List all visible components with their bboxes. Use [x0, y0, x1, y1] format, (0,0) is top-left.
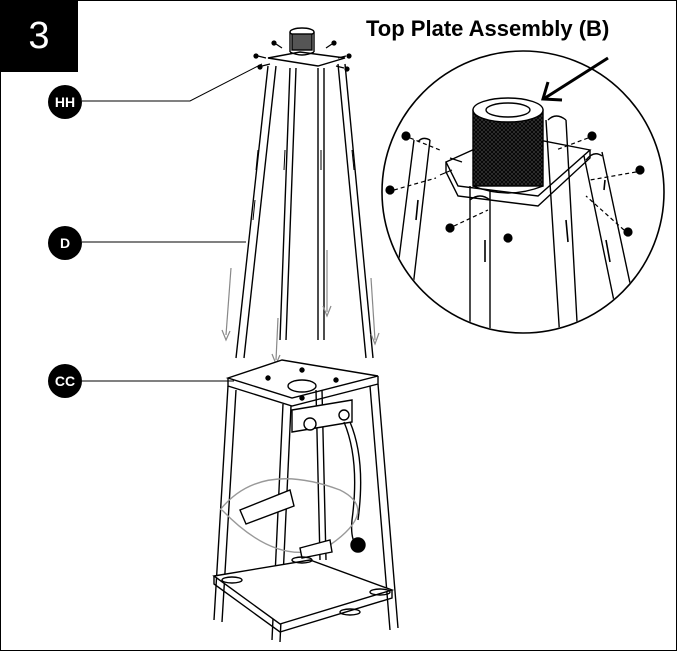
insert-arrows — [221, 250, 380, 366]
pointer-arrow — [541, 56, 609, 102]
heater-drawing — [82, 27, 399, 643]
middle-plate — [225, 359, 379, 407]
top-screws — [253, 40, 352, 72]
base-plate — [212, 556, 395, 633]
detail-view — [381, 50, 665, 334]
top-plate-assembly — [267, 27, 346, 67]
upper-legs — [235, 63, 374, 359]
detail-title: Top Plate Assembly (B) — [366, 16, 610, 41]
leader-lines — [82, 63, 263, 382]
callout-hh: HH — [48, 85, 82, 119]
step-number-box: 3 — [0, 0, 78, 72]
control-valve — [291, 399, 366, 553]
callout-d: D — [48, 226, 82, 260]
callout-cc: CC — [48, 364, 82, 398]
tank-strap — [219, 478, 359, 559]
step-number: 3 — [28, 14, 50, 57]
